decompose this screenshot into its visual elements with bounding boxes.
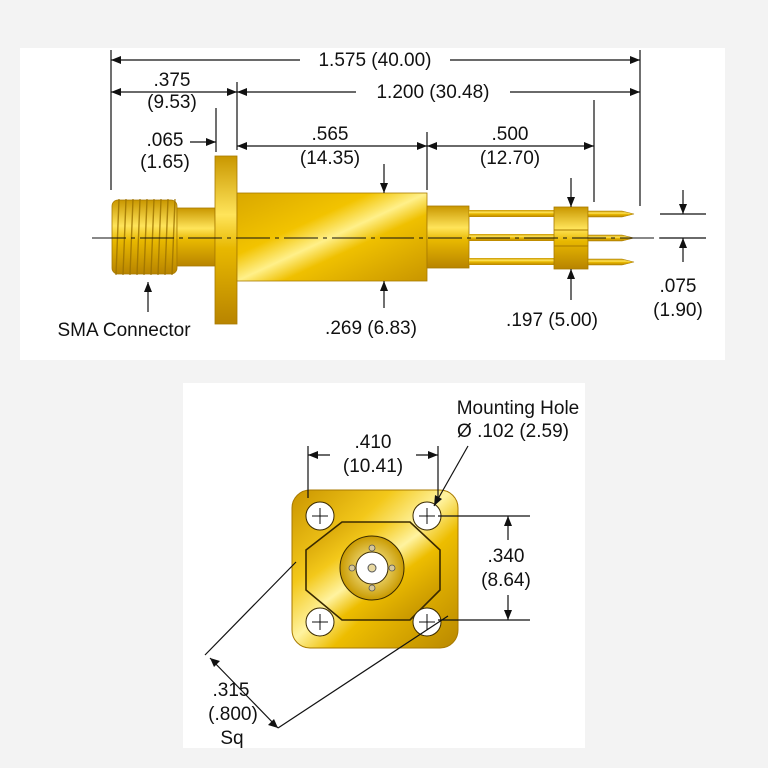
spring-pins (587, 210, 635, 266)
side-view-part (92, 155, 660, 325)
flange-thickness-mm-label: (1.65) (140, 152, 190, 173)
end-view-part (291, 489, 459, 649)
pin-dots (348, 544, 396, 592)
mounting-holes (305, 501, 442, 637)
pin-spacing-mm-label: (1.90) (653, 300, 703, 321)
mounting-hole-diameter: Ø .102 (2.59) (457, 421, 569, 442)
square-size-label: .315 (213, 680, 250, 701)
body-length-label: .565 (312, 124, 349, 145)
square-size-mm-label: (.800) (208, 704, 258, 725)
body-diameter-label: .269 (6.83) (325, 318, 417, 339)
pin-spacing-label: .075 (660, 276, 697, 297)
body-length-mm-label: (14.35) (300, 148, 360, 169)
mounting-hole-title: Mounting Hole (457, 398, 580, 419)
hole-spacing-x-mm-label: (10.41) (343, 456, 403, 477)
flange (214, 155, 238, 325)
hole-spacing-y-mm-label: (8.64) (481, 570, 531, 591)
mounting-hole (412, 501, 442, 531)
pin-length-label: .500 (492, 124, 529, 145)
end-view-labels: .410 (10.41) .340 (8.64) Mounting Hole Ø… (208, 398, 579, 749)
side-view-labels: 1.575 (40.00) 1.200 (30.48) .375 (9.53) … (57, 50, 702, 341)
flange-thickness-label: .065 (147, 130, 184, 151)
pin-holder-diameter-label: .197 (5.00) (506, 310, 598, 331)
main-body (236, 192, 428, 282)
hole-spacing-y-label: .340 (488, 546, 525, 567)
hole-spacing-x-label: .410 (355, 432, 392, 453)
mounting-hole (305, 607, 335, 637)
sma-connector-label: SMA Connector (57, 320, 191, 341)
end-view-arrows (210, 451, 512, 728)
square-suffix-label: Sq (220, 728, 243, 749)
sma-connector-threads (111, 198, 178, 276)
side-view-arrows (111, 56, 687, 292)
mounting-hole (412, 607, 442, 637)
mounting-hole (305, 501, 335, 531)
pin-length-mm-label: (12.70) (480, 148, 540, 169)
connector-length-label: .375 (154, 70, 191, 91)
connector-length-mm-label: (9.53) (147, 92, 197, 113)
overall-length-label: 1.575 (40.00) (318, 50, 431, 71)
length-after-flange-label: 1.200 (30.48) (376, 82, 489, 103)
